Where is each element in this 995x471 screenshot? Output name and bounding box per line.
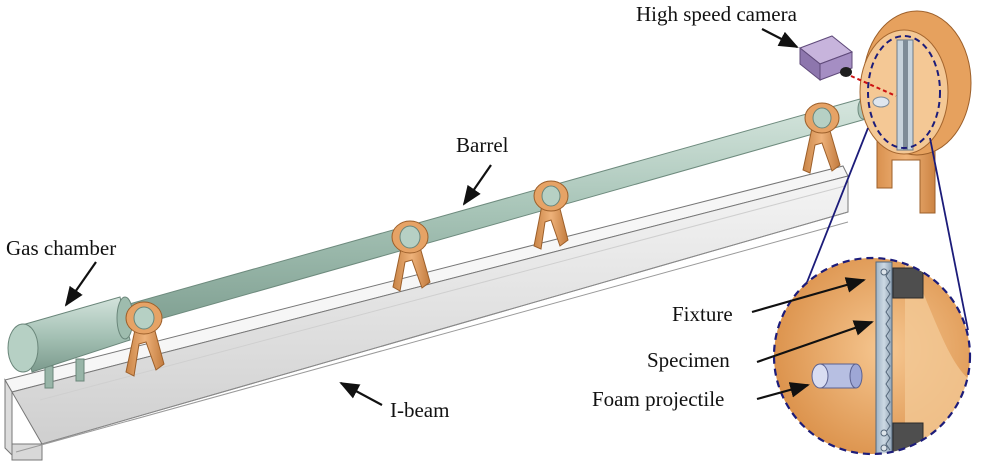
- gas-chamber-label: Gas chamber: [6, 236, 117, 260]
- projectile-label: Foam projectile: [592, 387, 725, 411]
- barrel-support-4: [802, 102, 841, 174]
- zoom-inset: [772, 35, 972, 456]
- camera-label: High speed camera: [636, 2, 797, 26]
- barrel-support-1: [125, 301, 165, 377]
- annotation-arrows: [64, 28, 874, 406]
- specimen-arrow: [756, 320, 874, 364]
- barrel-label: Barrel: [456, 133, 509, 157]
- high-speed-camera: [799, 35, 897, 97]
- fixture-top-block: [892, 267, 924, 299]
- specimen-strip: [875, 261, 893, 454]
- ibeam-arrow: [339, 382, 383, 406]
- gas-chamber-arrow: [64, 261, 97, 307]
- barrel-support-2: [391, 220, 431, 292]
- fixture-bottom-block: [892, 422, 924, 454]
- barrel-support-3: [533, 180, 569, 250]
- gas-chamber: [7, 296, 134, 389]
- fixture-label: Fixture: [672, 302, 733, 326]
- projectile-arrow: [756, 382, 810, 401]
- fixture-arrow: [751, 277, 866, 314]
- ibeam-label: I-beam: [390, 398, 450, 422]
- zoom-source-circle: [867, 35, 941, 149]
- specimen-label: Specimen: [647, 348, 730, 372]
- foam-projectile: [811, 363, 863, 389]
- barrel-arrow: [462, 164, 492, 206]
- camera-arrow: [761, 28, 799, 48]
- target-chamber: [859, 10, 972, 214]
- laser-beam: [850, 75, 897, 97]
- zoom-circle: [772, 256, 972, 456]
